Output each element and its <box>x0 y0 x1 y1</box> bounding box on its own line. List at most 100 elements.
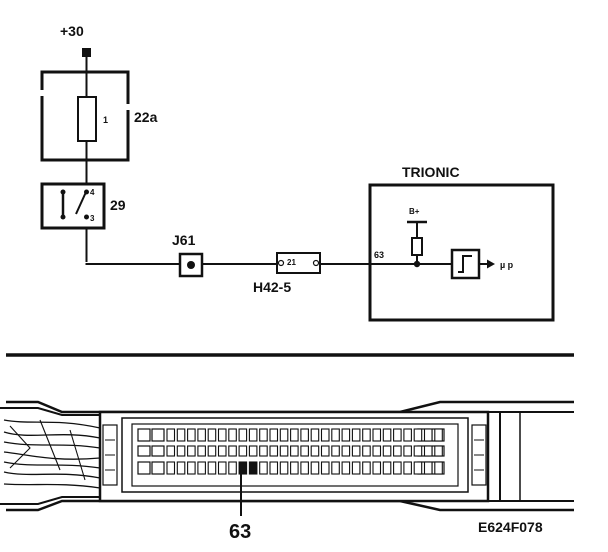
output-arrow <box>487 259 495 269</box>
pin-cavity <box>331 428 340 442</box>
ecu-pin-label: 63 <box>374 250 384 260</box>
pin-cavity <box>351 461 361 475</box>
pin-cavity-highlighted <box>238 461 248 475</box>
pin-cavity <box>362 461 371 475</box>
pin-cavity <box>207 461 217 475</box>
ecu-trionic: TRIONIC 63 B+ µ p <box>368 164 555 322</box>
connector-pin: 21 <box>287 258 296 267</box>
housing-block <box>137 445 151 457</box>
pin-cavity <box>207 445 217 457</box>
pin-cavity <box>187 461 196 475</box>
pin-cavity <box>341 445 351 457</box>
pin-cavity <box>228 461 237 475</box>
housing-block <box>151 445 165 457</box>
junction-j61: J61 <box>172 232 204 278</box>
pin-cavity <box>166 445 176 457</box>
pin-cavity <box>331 461 340 475</box>
housing-block <box>137 428 151 442</box>
pullup-resistor <box>411 237 423 256</box>
pin-cavity <box>248 428 258 442</box>
pin-cavity <box>290 428 299 442</box>
pin-cavity <box>207 428 217 442</box>
highlighted-pin-label: 63 <box>229 521 251 543</box>
pin-cavity <box>248 445 258 457</box>
pin-cavity <box>413 445 423 457</box>
pin-cavity <box>372 428 382 442</box>
pin-cavity <box>279 428 289 442</box>
ecu-label: TRIONIC <box>402 164 460 180</box>
relay: 4 3 29 <box>40 182 126 230</box>
pin-cavity <box>300 445 309 457</box>
pin-cavity <box>217 445 227 457</box>
pin-cavity <box>423 428 433 442</box>
pin-cavity <box>269 428 279 442</box>
pin-cavity <box>403 428 412 442</box>
pin-cavity <box>279 445 289 457</box>
pin-array <box>137 428 445 475</box>
pin-cavity <box>331 445 340 457</box>
connector-label: H42-5 <box>253 279 291 295</box>
pin-cavity <box>187 445 196 457</box>
pin-cavity <box>320 428 330 442</box>
pin-cavity-highlighted <box>248 461 258 475</box>
pin-cavity <box>320 461 330 475</box>
pin-cavity <box>341 461 351 475</box>
pin-cavity <box>259 445 268 457</box>
ecu-node <box>413 260 421 268</box>
fuse-element <box>77 96 97 142</box>
supply-terminal <box>82 48 91 57</box>
pin-cavity <box>176 445 186 457</box>
pin-cavity <box>393 461 402 475</box>
junction-label: J61 <box>172 232 196 248</box>
pin-cavity <box>290 461 299 475</box>
fuse-box-label: 22a <box>134 109 158 125</box>
relay-switch-arm <box>75 191 87 215</box>
ecu-supply-label: B+ <box>409 207 420 216</box>
ecu-output-label: µ p <box>500 260 514 270</box>
pin-cavity <box>197 461 206 475</box>
pin-cavity <box>393 428 402 442</box>
connector-housing-view: 63 <box>0 400 574 543</box>
pin-cavity <box>351 445 361 457</box>
pin-cavity <box>341 428 351 442</box>
fuse-number: 1 <box>103 115 108 125</box>
pin-cavity <box>187 428 196 442</box>
pin-cavity <box>434 428 443 442</box>
pin-cavity <box>310 461 320 475</box>
relay-label: 29 <box>110 197 126 213</box>
pin-cavity <box>320 445 330 457</box>
housing-block <box>151 428 165 442</box>
pin-cavity <box>300 428 309 442</box>
fuse-box: 1 22a <box>40 70 158 162</box>
connector-latch <box>488 411 574 502</box>
pin-cavity <box>372 461 382 475</box>
figure-id: E624F078 <box>478 519 543 535</box>
pin-cavity <box>372 445 382 457</box>
pin-cavity <box>166 461 176 475</box>
pin-cavity <box>382 445 392 457</box>
pin-cavity <box>434 445 443 457</box>
pin-cavity <box>259 428 268 442</box>
pin-cavity <box>423 461 433 475</box>
pin-cavity <box>310 445 320 457</box>
pin-cavity <box>393 445 402 457</box>
pin-cavity <box>310 428 320 442</box>
pin-cavity <box>423 445 433 457</box>
pin-cavity <box>269 445 279 457</box>
pin-cavity <box>362 428 371 442</box>
pin-cavity <box>290 445 299 457</box>
pin-cavity <box>413 461 423 475</box>
pin-cavity <box>176 428 186 442</box>
pin-cavity <box>362 445 371 457</box>
relay-pin-top: 4 <box>90 188 95 197</box>
relay-pin-bottom: 3 <box>90 214 95 223</box>
housing-block <box>137 461 151 475</box>
pin-cavity <box>217 461 227 475</box>
pin-cavity <box>413 428 423 442</box>
pin-cavity <box>269 461 279 475</box>
pin-cavity <box>279 461 289 475</box>
pin-cavity <box>238 445 248 457</box>
pin-cavity <box>403 461 412 475</box>
schmitt-trigger <box>450 248 481 280</box>
pin-cavity <box>259 461 268 475</box>
